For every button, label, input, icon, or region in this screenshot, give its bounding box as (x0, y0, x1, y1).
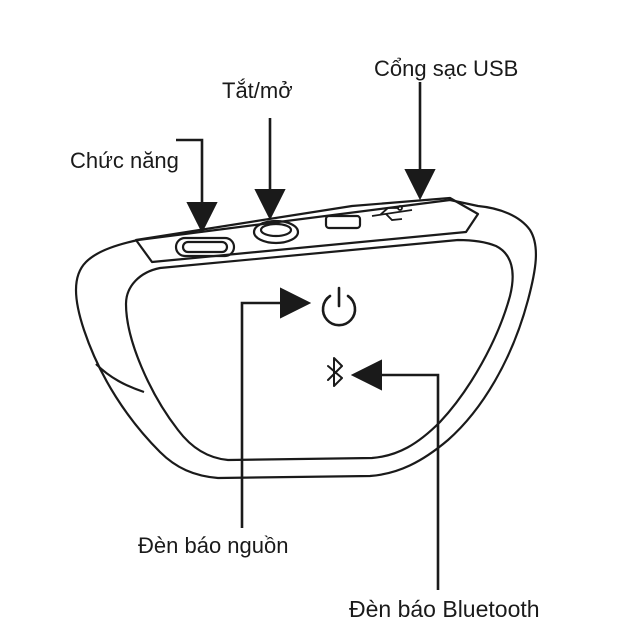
power-switch-label: Tắt/mở (222, 78, 293, 103)
function-button-label: Chức năng (70, 148, 179, 173)
bluetooth-indicator-arrow (350, 359, 440, 590)
bluetooth-indicator-label: Đèn báo Bluetooth (349, 596, 540, 622)
usb-symbol-icon (371, 205, 413, 221)
function-button[interactable] (174, 236, 236, 258)
bluetooth-icon (327, 357, 343, 387)
usb-port-label: Cổng sạc USB (374, 56, 519, 81)
device-body (75, 196, 538, 480)
usb-port[interactable] (324, 214, 362, 230)
power-switch[interactable] (252, 219, 300, 245)
power-indicator-arrow (240, 287, 312, 528)
power-icon (321, 286, 357, 327)
power-indicator-label: Đèn báo nguồn (138, 533, 289, 558)
function-button-arrow (176, 138, 218, 234)
